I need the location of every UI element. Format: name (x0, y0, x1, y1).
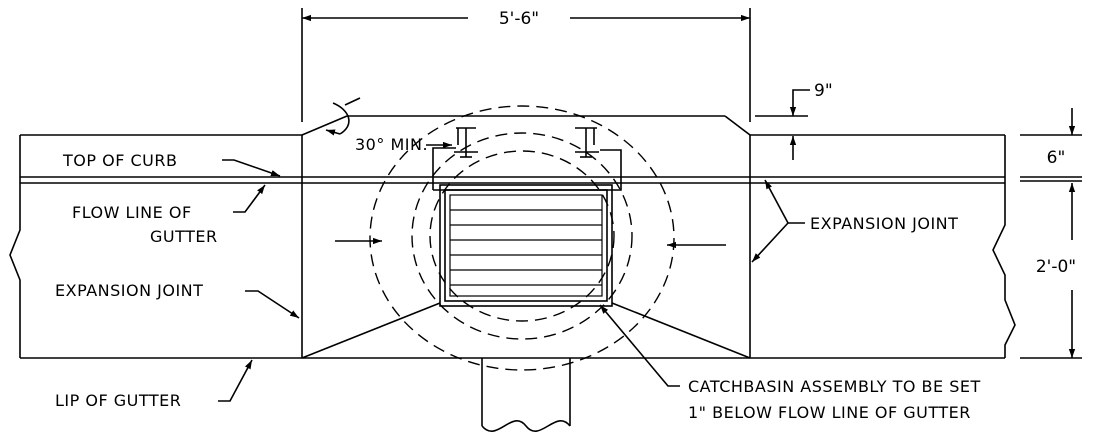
gutter-width-label: 2'-0" (1036, 257, 1076, 277)
flow-line-label-2: GUTTER (150, 227, 218, 246)
width-dimension-label: 5'-6" (499, 9, 539, 29)
top-of-curb-callout: TOP OF CURB (62, 151, 281, 177)
flow-line-label-1: FLOW LINE OF (72, 203, 192, 222)
expansion-joint-right-label: EXPANSION JOINT (810, 214, 958, 233)
outlet-pipe (481, 358, 571, 432)
angle-label: 30° MIN. (355, 135, 428, 154)
angle-callout: 30° MIN. (325, 97, 452, 154)
width-dimension: 5'-6" (301, 8, 751, 122)
raise-dimension-label: 9" (814, 81, 833, 101)
flow-line-callout: FLOW LINE OF GUTTER (72, 184, 266, 246)
structure-dashed-circles (369, 105, 675, 371)
raise-dimension: 9" (755, 81, 833, 160)
lip-of-gutter-label: LIP OF GUTTER (55, 391, 181, 410)
catchbasin-label-2: 1" BELOW FLOW LINE OF GUTTER (688, 403, 971, 422)
gutter-width-dimension: 2'-0" (1020, 183, 1082, 359)
curb-height-label: 6" (1047, 148, 1066, 168)
catchbasin-callout: CATCHBASIN ASSEMBLY TO BE SET 1" BELOW F… (599, 304, 981, 422)
expansion-joint-left-label: EXPANSION JOINT (55, 281, 203, 300)
expansion-joint-left-callout: EXPANSION JOINT (55, 281, 300, 319)
catchbasin-grate (439, 184, 613, 307)
catchbasin-label-1: CATCHBASIN ASSEMBLY TO BE SET (688, 377, 981, 396)
expansion-joint-right-callout: EXPANSION JOINT (751, 179, 958, 263)
top-of-curb-label: TOP OF CURB (62, 151, 177, 170)
curb-height-dimension: 6" (1020, 108, 1082, 182)
curb-gutter-outline (9, 115, 1016, 359)
lip-of-gutter-callout: LIP OF GUTTER (55, 359, 253, 410)
